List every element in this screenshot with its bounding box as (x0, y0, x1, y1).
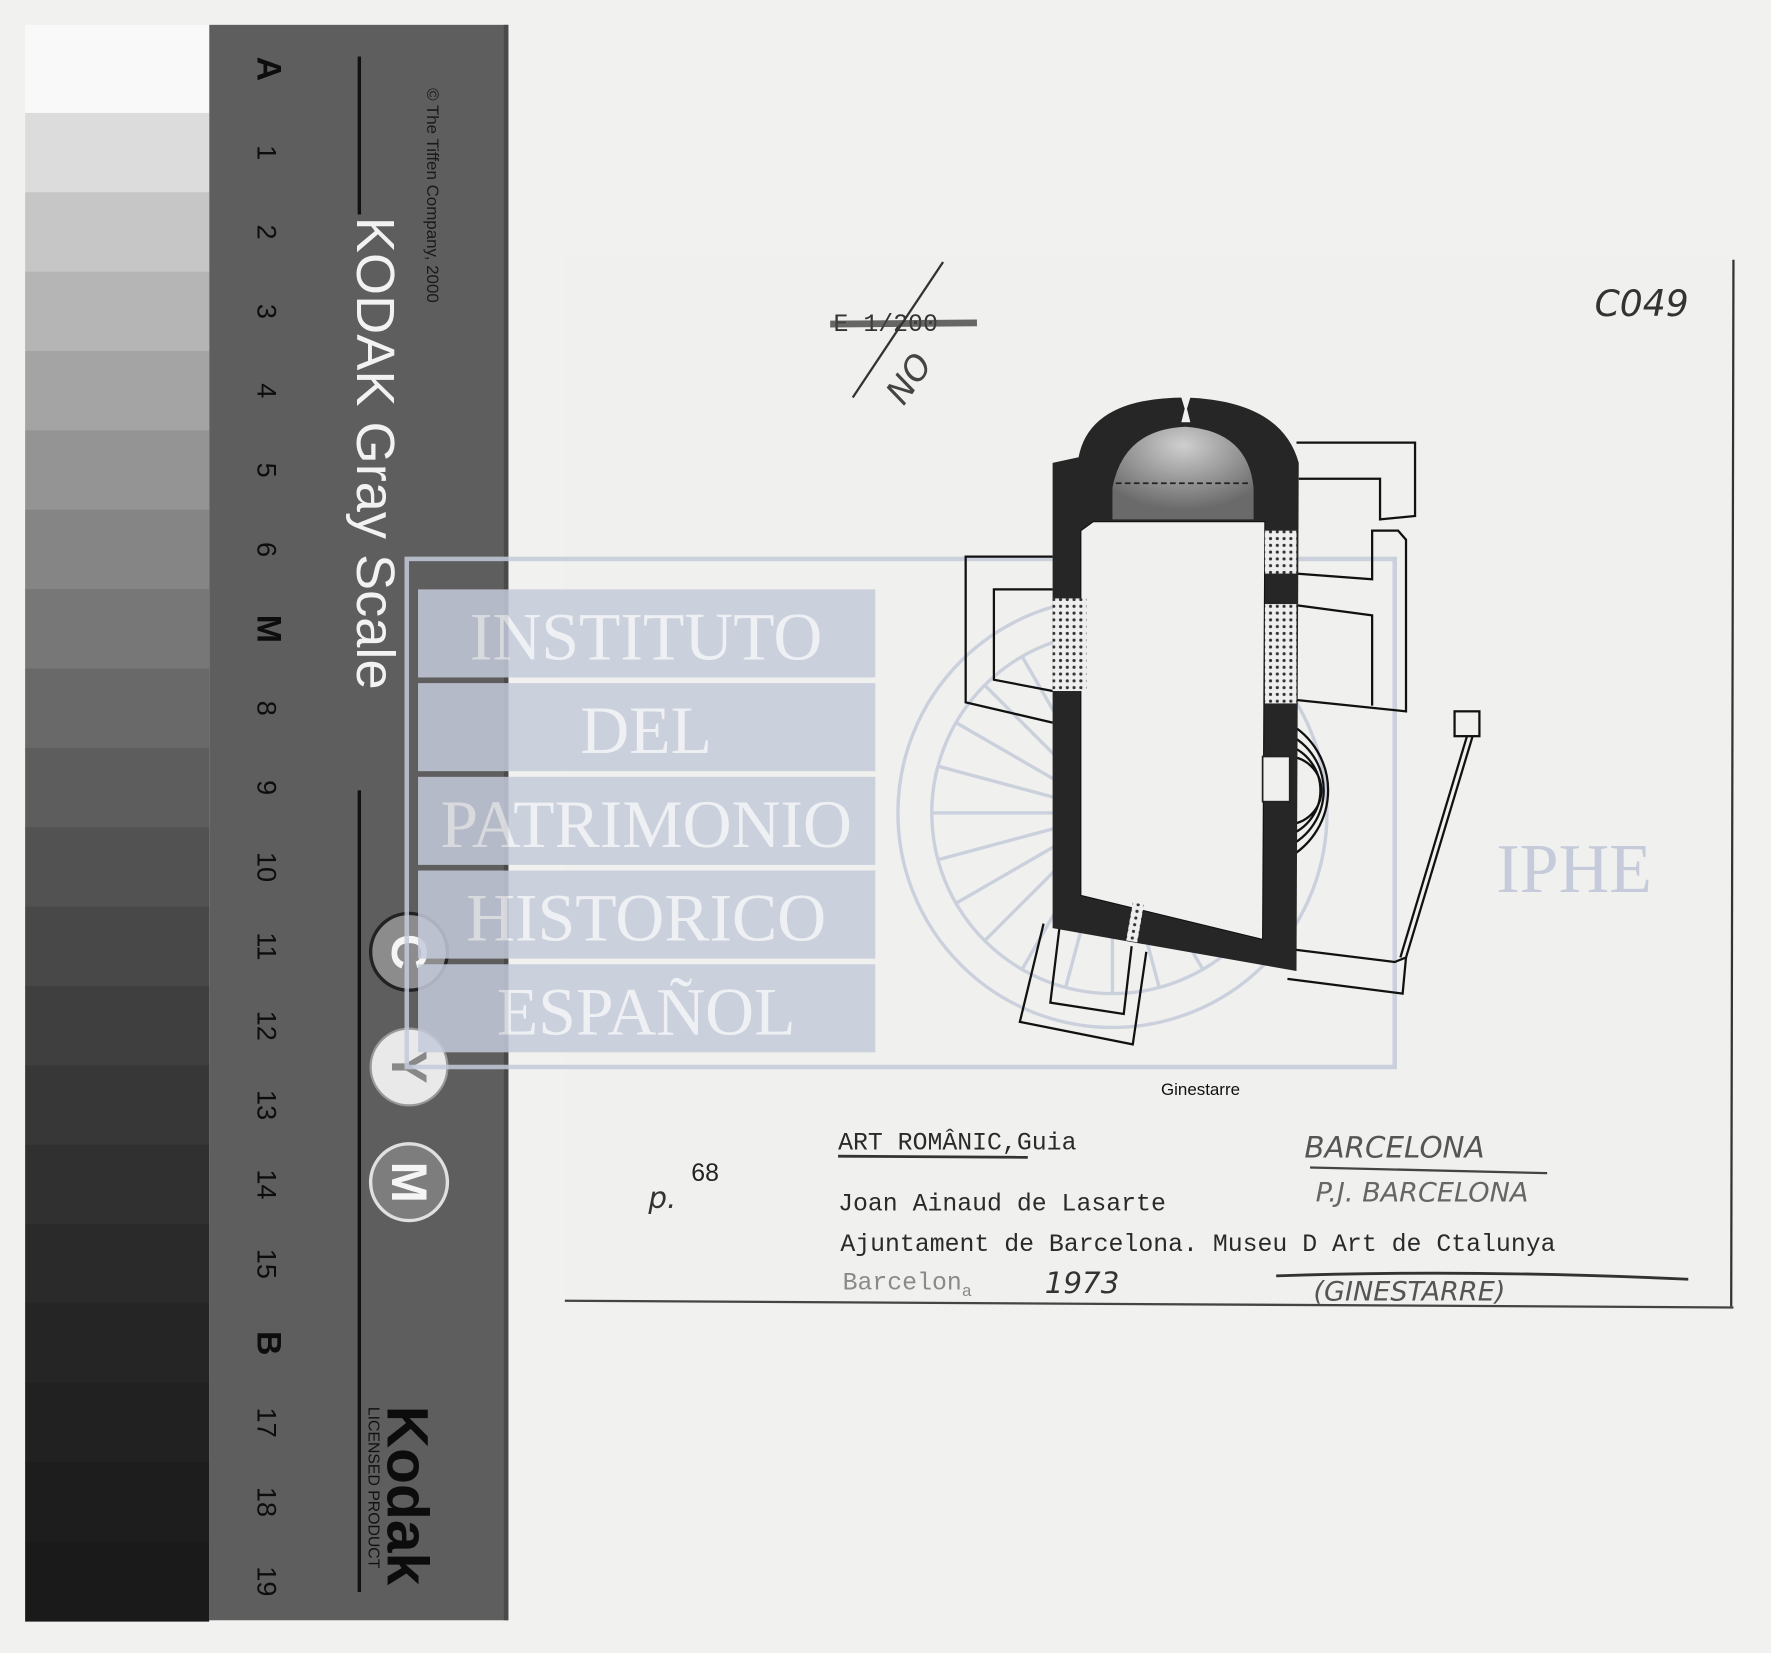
gray-patches (25, 24, 210, 1622)
gray-patch (25, 271, 210, 352)
door-bottom (1126, 902, 1144, 943)
copyright-text: © The Tiffen Company, 2000 (423, 88, 442, 303)
gray-patch (25, 747, 210, 828)
handwritten-district: P.J. BARCELONA (1316, 1177, 1529, 1208)
handwritten-place: (GINESTARRE) (1313, 1277, 1505, 1308)
gray-patch (25, 1382, 210, 1463)
typed-title: ART ROMÂNIC,Guia (838, 1129, 1077, 1157)
gray-patch (25, 986, 210, 1066)
gray-patch (25, 351, 210, 431)
gray-patch (25, 589, 210, 670)
gray-patch (25, 192, 210, 273)
door-right-upper (1264, 530, 1297, 574)
apse-interior (1112, 426, 1254, 520)
gray-patch (25, 1541, 210, 1622)
index-card: INSTITUTO DEL PATRIMONIO HISTORICO ESPAÑOL E… (404, 254, 1735, 1309)
museum-underline (1276, 1271, 1689, 1281)
gray-patch-label: M (250, 615, 288, 643)
handwritten-year: 1973 (1045, 1266, 1120, 1300)
province-underline (1310, 1166, 1548, 1175)
seal-spoke (937, 821, 1075, 862)
gray-patch-label: 5 (252, 463, 283, 478)
color-mark-m: M (368, 1142, 450, 1223)
seal-spoke (937, 764, 1075, 805)
gray-patch (25, 1462, 210, 1543)
gray-patch-label: 15 (252, 1249, 283, 1279)
watermark-line: HISTORICO (466, 881, 826, 956)
gray-patch (25, 1144, 210, 1225)
watermark-line: INSTITUTO (470, 599, 822, 674)
watermark: INSTITUTO DEL PATRIMONIO HISTORICO ESPAÑOL (404, 556, 1397, 1070)
card-right-edge (1730, 259, 1735, 1307)
handwritten-province: BARCELONA (1304, 1130, 1484, 1164)
typed-city: Barcelona (843, 1269, 972, 1302)
gray-patch-label: 18 (252, 1487, 283, 1517)
gray-patch (25, 827, 210, 908)
svg-text:M: M (381, 1161, 437, 1202)
page-reference-number: 68 (691, 1160, 719, 1187)
gray-patch (25, 1065, 210, 1146)
watermark-row (418, 589, 876, 678)
gray-patch-label: 14 (252, 1169, 283, 1199)
gray-patch (25, 1303, 210, 1384)
scale-strikethrough (830, 319, 977, 328)
scale-slash (851, 261, 945, 399)
typed-publisher: Ajuntament de Barcelona. Museu D Art de … (840, 1231, 1555, 1259)
church-floor-plan (964, 397, 1481, 1046)
gray-patch-label: 3 (252, 304, 283, 319)
watermark-row (418, 870, 876, 959)
watermark-frame (404, 556, 1397, 1070)
gray-patch-label: 1 (252, 145, 283, 160)
door-left (1052, 598, 1087, 692)
gray-patch-label: 6 (252, 542, 283, 557)
annex-outlines (964, 441, 1481, 1046)
apse-window (1181, 397, 1191, 423)
gray-patch-label: 10 (252, 852, 283, 882)
gray-patch (25, 1224, 210, 1305)
card-bottom-edge (564, 1299, 1734, 1309)
page-reference-prefix: p. (647, 1181, 676, 1215)
gray-patch-label: 2 (252, 224, 283, 239)
typed-title-underline (838, 1154, 1028, 1159)
nave-interior (1080, 521, 1266, 941)
door-right-lower (1264, 604, 1297, 704)
gray-patch-label: 9 (252, 780, 283, 795)
gray-patch-label: 8 (252, 701, 283, 716)
watermark-text-rows: INSTITUTO DEL PATRIMONIO HISTORICO ESPAÑOL (418, 589, 876, 1053)
gray-patch-label: 4 (252, 383, 283, 398)
reference-code: C049 (1595, 282, 1689, 325)
watermark-row (418, 683, 876, 772)
watermark-seal-text: IPHE (1496, 831, 1652, 908)
gray-patch-label: 13 (252, 1090, 283, 1120)
typed-author: Joan Ainaud de Lasarte (838, 1190, 1166, 1218)
gray-patch (25, 24, 210, 114)
plan-caption: Ginestarre (1161, 1080, 1240, 1099)
gray-patch-label: A (250, 57, 288, 81)
gray-patch (25, 668, 210, 749)
watermark-row (418, 964, 876, 1053)
gray-patch-label: 11 (252, 932, 283, 960)
watermark-line: DEL (580, 693, 712, 768)
kodak-logo: Kodak (375, 1406, 440, 1586)
licensed-product-text: LICENSED PRODUCT (364, 1407, 381, 1569)
gray-patch-label: 12 (252, 1011, 283, 1041)
gray-patch (25, 430, 210, 511)
gray-scale-title: KODAK Gray Scale (345, 217, 405, 690)
side-entry (1261, 755, 1291, 803)
watermark-line: ESPAÑOL (497, 974, 796, 1049)
gray-patch (25, 112, 210, 193)
gray-patch (25, 509, 210, 590)
watermark-line: PATRIMONIO (440, 787, 852, 862)
watermark-row (418, 776, 876, 865)
gray-patch-label: B (250, 1331, 288, 1355)
gray-patch-label: 19 (252, 1566, 283, 1596)
gray-patch (25, 906, 210, 987)
gray-patch-label: 17 (252, 1408, 283, 1438)
